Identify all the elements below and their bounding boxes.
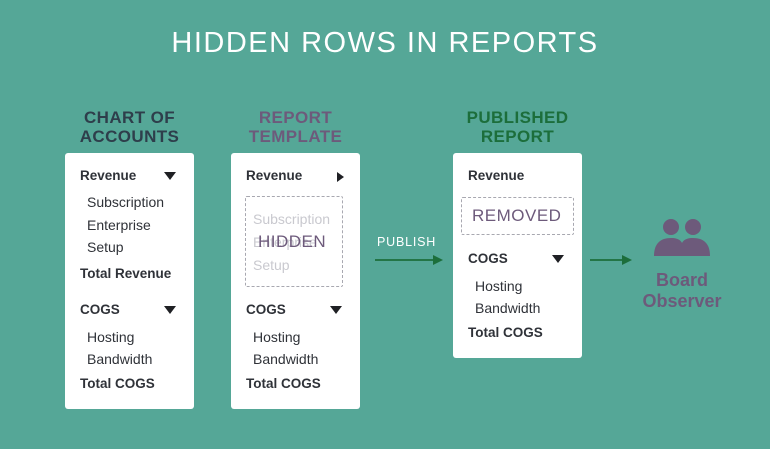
caret-down-icon — [164, 306, 176, 314]
page-title: HIDDEN ROWS IN REPORTS — [171, 27, 599, 59]
cogs-item: Bandwidth — [87, 351, 153, 367]
board-observer-label: Board Observer — [642, 270, 722, 311]
cogs-item: Hosting — [87, 329, 135, 345]
observer-arrow-icon — [590, 255, 632, 265]
removed-label: REMOVED — [472, 206, 562, 225]
cogs-heading: COGS — [246, 302, 286, 317]
publish-arrow-icon — [375, 255, 443, 265]
published-report-card: Revenue REMOVED COGS Hosting Bandwidth T… — [453, 153, 582, 358]
caret-down-icon — [330, 306, 342, 314]
revenue-item: Subscription — [87, 194, 165, 210]
revenue-item: Setup — [87, 239, 124, 255]
revenue-heading: Revenue — [468, 168, 525, 183]
cogs-item: Hosting — [475, 278, 523, 294]
publish-label: PUBLISH — [377, 235, 437, 249]
published-report-title: PUBLISHED REPORT — [466, 108, 569, 146]
chart-of-accounts-title: CHART OF ACCOUNTS — [79, 108, 180, 146]
report-template-card: Revenue Subscription Enterprise Setup HI… — [231, 153, 360, 409]
chart-of-accounts-card: Revenue Subscription Enterprise Setup To… — [65, 153, 194, 409]
hidden-rows-box — [245, 196, 343, 287]
hidden-label: HIDDEN — [258, 232, 327, 251]
cogs-heading: COGS — [468, 251, 508, 266]
caret-right-icon — [337, 172, 344, 182]
caret-down-icon — [164, 172, 176, 180]
ghost-row: Subscription — [253, 211, 331, 227]
revenue-heading: Revenue — [80, 168, 137, 183]
report-template-title: REPORT TEMPLATE — [248, 108, 343, 146]
ghost-row: Enterprise — [253, 234, 317, 250]
revenue-heading: Revenue — [246, 168, 303, 183]
cogs-item: Bandwidth — [475, 300, 541, 316]
cogs-item: Hosting — [253, 329, 301, 345]
caret-down-icon — [552, 255, 564, 263]
cogs-heading: COGS — [80, 302, 120, 317]
users-icon — [654, 219, 710, 256]
total-revenue-label: Total Revenue — [80, 266, 172, 281]
cogs-item: Bandwidth — [253, 351, 319, 367]
total-cogs-label: Total COGS — [246, 376, 321, 391]
total-cogs-label: Total COGS — [80, 376, 155, 391]
ghost-row: Setup — [253, 257, 290, 273]
removed-rows-box — [461, 197, 574, 235]
total-cogs-label: Total COGS — [468, 325, 543, 340]
revenue-item: Enterprise — [87, 217, 151, 233]
